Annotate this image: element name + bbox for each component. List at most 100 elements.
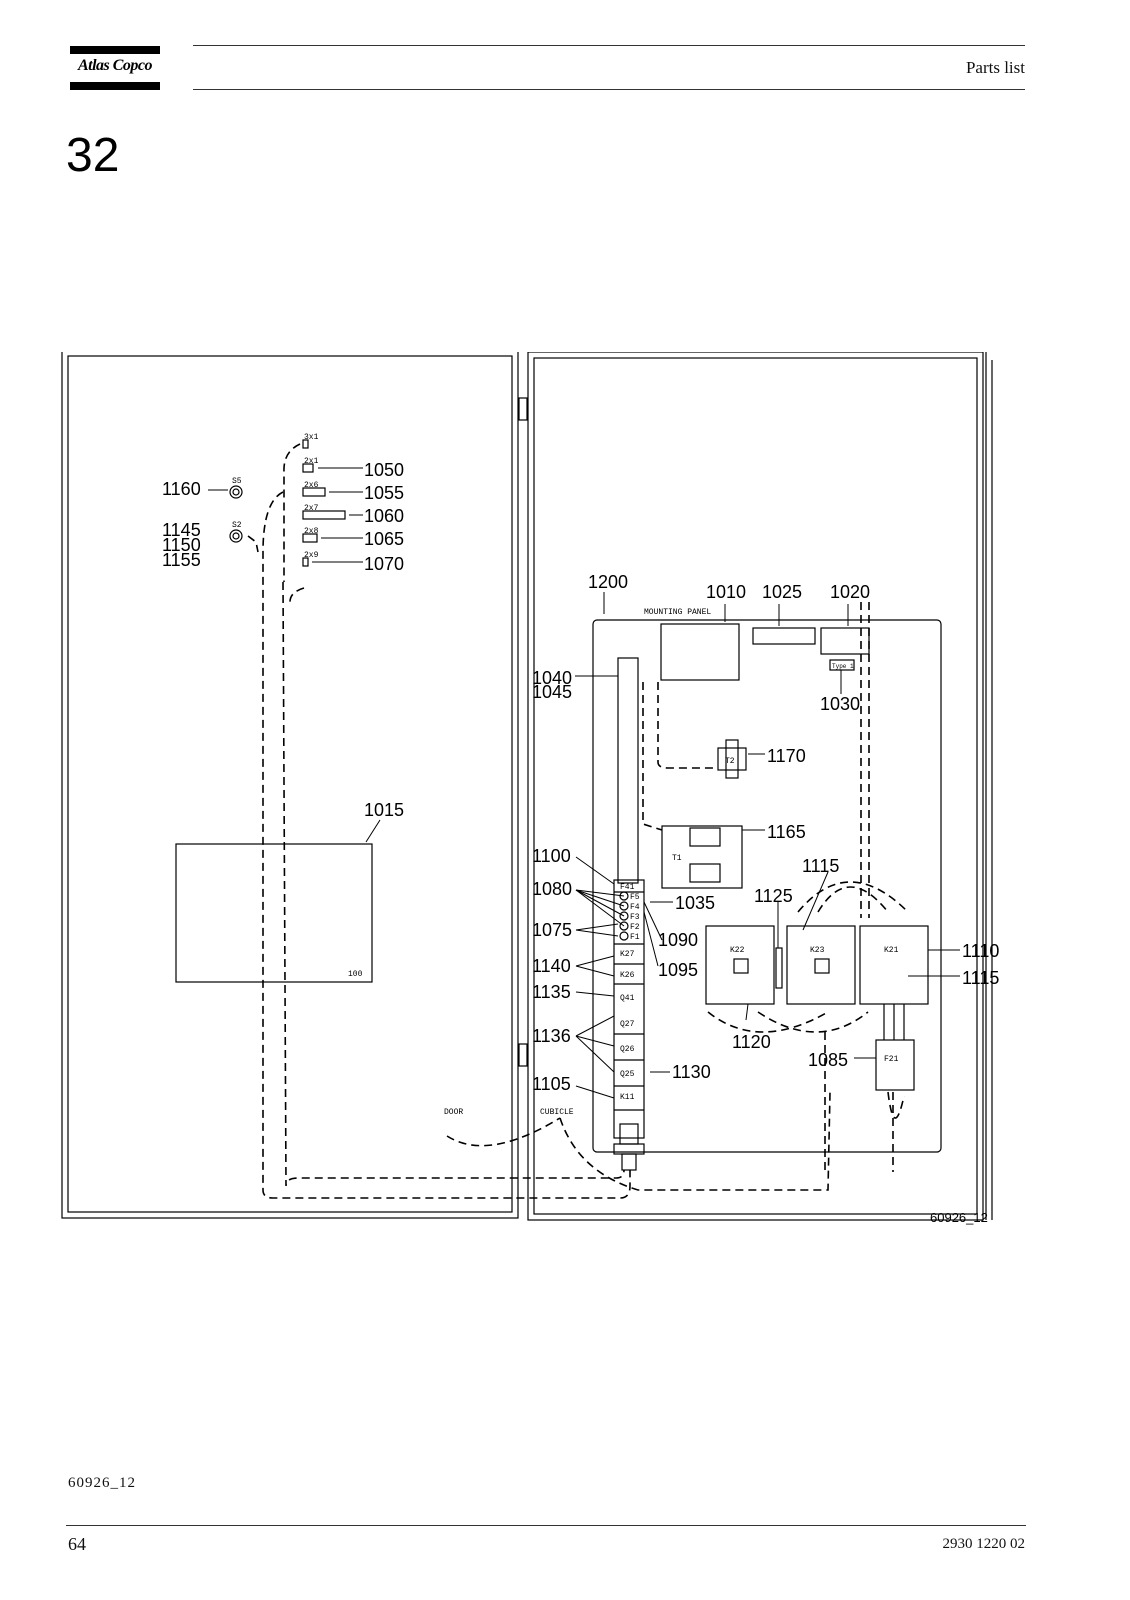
logo-bar-bottom <box>70 82 160 90</box>
label-t2: T2 <box>725 757 735 766</box>
atlas-copco-logo: Atlas Copco <box>70 46 160 90</box>
callout-1060: 1060 <box>364 506 404 526</box>
transformer-t2 <box>717 747 747 771</box>
callout-1150: 1150 <box>162 535 201 555</box>
page-number: 64 <box>68 1534 86 1554</box>
label-type1: Type 1 <box>832 663 854 670</box>
document-number: 2930 1220 02 <box>942 1536 1026 1552</box>
terminal-rail <box>617 657 639 884</box>
callout-1030: 1030 <box>820 694 860 714</box>
callout-1145: 1145 <box>162 520 201 540</box>
drawing-svg: 1160 1145 1150 1155 1050 1055 1060 1065 … <box>61 352 999 1225</box>
exploded-drawing: 1160 1145 1150 1155 1050 1055 1060 1065 … <box>58 352 1018 1252</box>
fuse-f21 <box>875 1039 915 1091</box>
callout-1110: 1110 <box>962 941 999 961</box>
callout-1135: 1135 <box>532 982 571 1002</box>
callout-1100: 1100 <box>532 846 571 866</box>
callout-1170: 1170 <box>767 746 806 766</box>
hinge-icon <box>518 397 528 421</box>
label-2x1: 2x1 <box>304 457 319 466</box>
switch-s2-icon <box>229 529 243 543</box>
callout-1050: 1050 <box>364 460 404 480</box>
label-f41: F41 <box>620 883 635 892</box>
callout-1045: 1045 <box>532 682 572 702</box>
callout-1095: 1095 <box>658 960 698 980</box>
fuse-breaker-stack <box>613 879 645 1139</box>
contactor-k21 <box>859 925 929 1005</box>
mounting-panel <box>592 619 942 1153</box>
callout-1085: 1085 <box>808 1050 848 1070</box>
label-f2: F2 <box>630 923 640 932</box>
transformer-t1 <box>661 825 743 889</box>
callout-1115-right: 1115 <box>962 968 999 988</box>
callout-1015: 1015 <box>364 800 404 820</box>
callout-1040: 1040 <box>532 668 572 688</box>
callout-1120: 1120 <box>732 1032 771 1052</box>
contactor-k23 <box>786 925 856 1005</box>
label-t1: T1 <box>672 854 682 863</box>
callout-1025: 1025 <box>762 582 802 602</box>
callout-1055: 1055 <box>364 483 404 503</box>
callout-1020: 1020 <box>830 582 870 602</box>
callout-1070: 1070 <box>364 554 404 574</box>
header-title: Parts list <box>965 58 1025 77</box>
label-q26: Q26 <box>620 1045 635 1054</box>
callout-1155: 1155 <box>162 550 201 570</box>
label-q41: Q41 <box>620 994 635 1003</box>
callout-1080: 1080 <box>532 879 572 899</box>
label-3x1: 3x1 <box>304 433 319 442</box>
callout-1035: 1035 <box>675 893 715 913</box>
label-door: DOOR <box>444 1108 463 1117</box>
label-2x7: 2x7 <box>304 504 319 513</box>
contactor-k22 <box>705 925 775 1005</box>
callout-1200: 1200 <box>588 572 628 592</box>
label-k22: K22 <box>730 946 745 955</box>
label-s2: S2 <box>232 521 242 530</box>
callout-1010: 1010 <box>706 582 746 602</box>
callout-1075: 1075 <box>532 920 572 940</box>
label-f4: F4 <box>630 903 640 912</box>
callout-1130: 1130 <box>672 1062 711 1082</box>
callout-1140: 1140 <box>532 956 571 976</box>
label-k21: K21 <box>884 946 899 955</box>
callout-1160: 1160 <box>162 479 201 499</box>
label-q27: Q27 <box>620 1020 635 1029</box>
door-outline <box>61 352 519 1219</box>
label-f1: F1 <box>630 933 640 942</box>
label-f5: F5 <box>630 893 640 902</box>
footer-rule <box>66 1525 1026 1526</box>
section-number: 32 <box>66 129 120 182</box>
header-rule-bottom <box>193 89 1025 90</box>
callout-1115-top: 1115 <box>802 856 839 876</box>
switch-s5-icon <box>229 485 243 499</box>
module-box <box>752 627 816 645</box>
callout-1105: 1105 <box>532 1074 571 1094</box>
label-k11: K11 <box>620 1093 635 1102</box>
label-k23: K23 <box>810 946 825 955</box>
callout-1125: 1125 <box>754 886 793 906</box>
label-cubicle: CUBICLE <box>540 1108 574 1117</box>
logo-wordmark: Atlas Copco <box>77 57 153 74</box>
label-2x8: 2x8 <box>304 527 319 536</box>
callout-1065: 1065 <box>364 529 404 549</box>
label-f3: F3 <box>630 913 640 922</box>
label-k27: K27 <box>620 950 635 959</box>
callout-1090: 1090 <box>658 930 698 950</box>
drawing-id-label: 60926_12 <box>930 1210 988 1225</box>
label-plate <box>660 623 740 681</box>
logo-bar-top <box>70 46 160 54</box>
label-100: 100 <box>348 970 363 979</box>
callout-1165: 1165 <box>767 822 806 842</box>
label-2x6: 2x6 <box>304 481 319 490</box>
cabinet-outline <box>527 352 984 1221</box>
label-mounting-panel: MOUNTING PANEL <box>644 608 711 617</box>
figure-reference: 60926_12 <box>68 1475 136 1491</box>
hinge-icon <box>518 1043 528 1067</box>
label-f21: F21 <box>884 1055 899 1064</box>
label-k26: K26 <box>620 971 635 980</box>
label-s5: S5 <box>232 477 242 486</box>
label-2x9: 2x9 <box>304 551 319 560</box>
label-q25: Q25 <box>620 1070 635 1079</box>
callout-1136: 1136 <box>532 1026 571 1046</box>
door-plate-1015 <box>175 843 373 983</box>
